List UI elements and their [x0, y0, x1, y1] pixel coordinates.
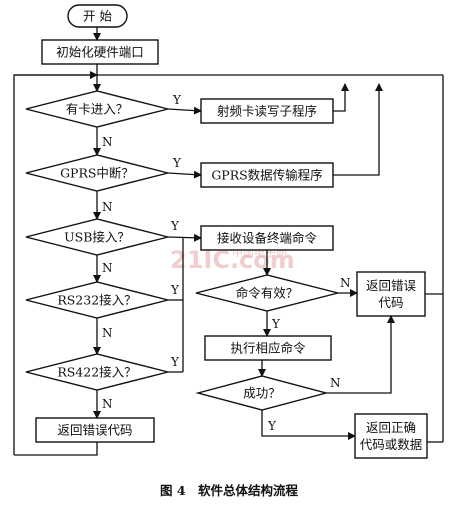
label-no-rs422: N: [102, 397, 113, 411]
label-yes-success: Y: [267, 419, 277, 433]
return-ok-box: [354, 413, 428, 459]
return-error-label: 返回错误代码: [57, 423, 132, 438]
label-no-cmd-valid: N: [340, 276, 351, 290]
return-error-right-label-line1: 返回错误: [366, 278, 417, 293]
label-no-success: N: [330, 376, 341, 390]
return-ok-label-line2: 代码或数据: [360, 437, 423, 452]
gprs-program-label: GPRS数据传输程序: [211, 168, 322, 183]
return-ok-label-line1: 返回正确: [366, 420, 416, 435]
label-yes-rs422: Y: [170, 355, 180, 369]
label-yes-gprs: Y: [172, 156, 182, 170]
branch-labels: Y N Y N Y N Y N Y N N Y N Y: [102, 93, 351, 433]
receive-cmd-label: 接收设备终端命令: [217, 231, 318, 246]
return-error-right-label-line2: 代码: [378, 295, 403, 310]
decision-success-label: 成功？: [243, 386, 281, 401]
label-no-has-card: N: [102, 135, 113, 149]
label-yes-has-card: Y: [172, 93, 182, 107]
execute-cmd-label: 执行相应命令: [230, 341, 306, 356]
decision-gprs-interrupt-label: GPRS中断？: [60, 166, 134, 181]
connectors: [13, 27, 444, 456]
label-yes-usb: Y: [170, 219, 180, 233]
gprs-program-box: [200, 162, 334, 188]
return-error-box: [35, 417, 155, 443]
label-no-rs232: N: [102, 326, 113, 340]
rf-program-box: [200, 98, 334, 124]
init-ports-box: [41, 39, 159, 65]
decision-rs232-label: RS232接入？: [57, 293, 136, 308]
figure-caption: 图 4 软件总体结构流程: [160, 483, 299, 498]
label-no-usb: N: [102, 261, 113, 275]
label-no-gprs: N: [102, 200, 113, 214]
decision-cmd-valid-label: 命令有效？: [236, 286, 299, 301]
decision-rs422-label: RS422接入？: [57, 365, 136, 380]
label-yes-cmd-valid: Y: [271, 317, 281, 331]
start-label: 开 始: [83, 9, 112, 24]
init-ports-label: 初始化硬件端口: [56, 45, 144, 60]
label-yes-rs232: Y: [170, 283, 180, 297]
decision-usb-label: USB接入？: [64, 230, 130, 245]
rf-program-label: 射频卡读写子程序: [217, 104, 317, 119]
return-error-right-box: [356, 271, 426, 317]
receive-cmd-box: [200, 225, 334, 251]
decision-has-card-label: 有卡进入？: [66, 102, 129, 117]
